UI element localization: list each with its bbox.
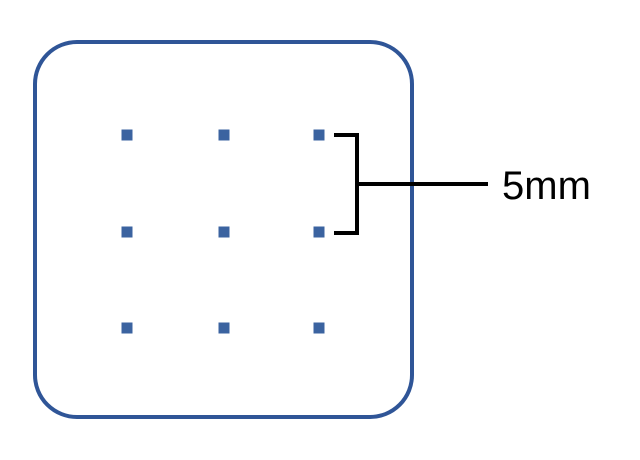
grid-dot: [218, 129, 230, 141]
grid-dot: [218, 322, 230, 334]
dot-grid: [121, 129, 325, 334]
grid-dot: [121, 226, 133, 238]
grid-dot: [313, 226, 325, 238]
grid-dot: [121, 322, 133, 334]
measurement-label: 5mm: [502, 164, 591, 208]
dimension-bracket: [334, 133, 359, 235]
rounded-panel: [33, 40, 414, 419]
grid-dot: [313, 129, 325, 141]
grid-dot: [218, 226, 230, 238]
grid-dot: [121, 129, 133, 141]
grid-dot: [313, 322, 325, 334]
